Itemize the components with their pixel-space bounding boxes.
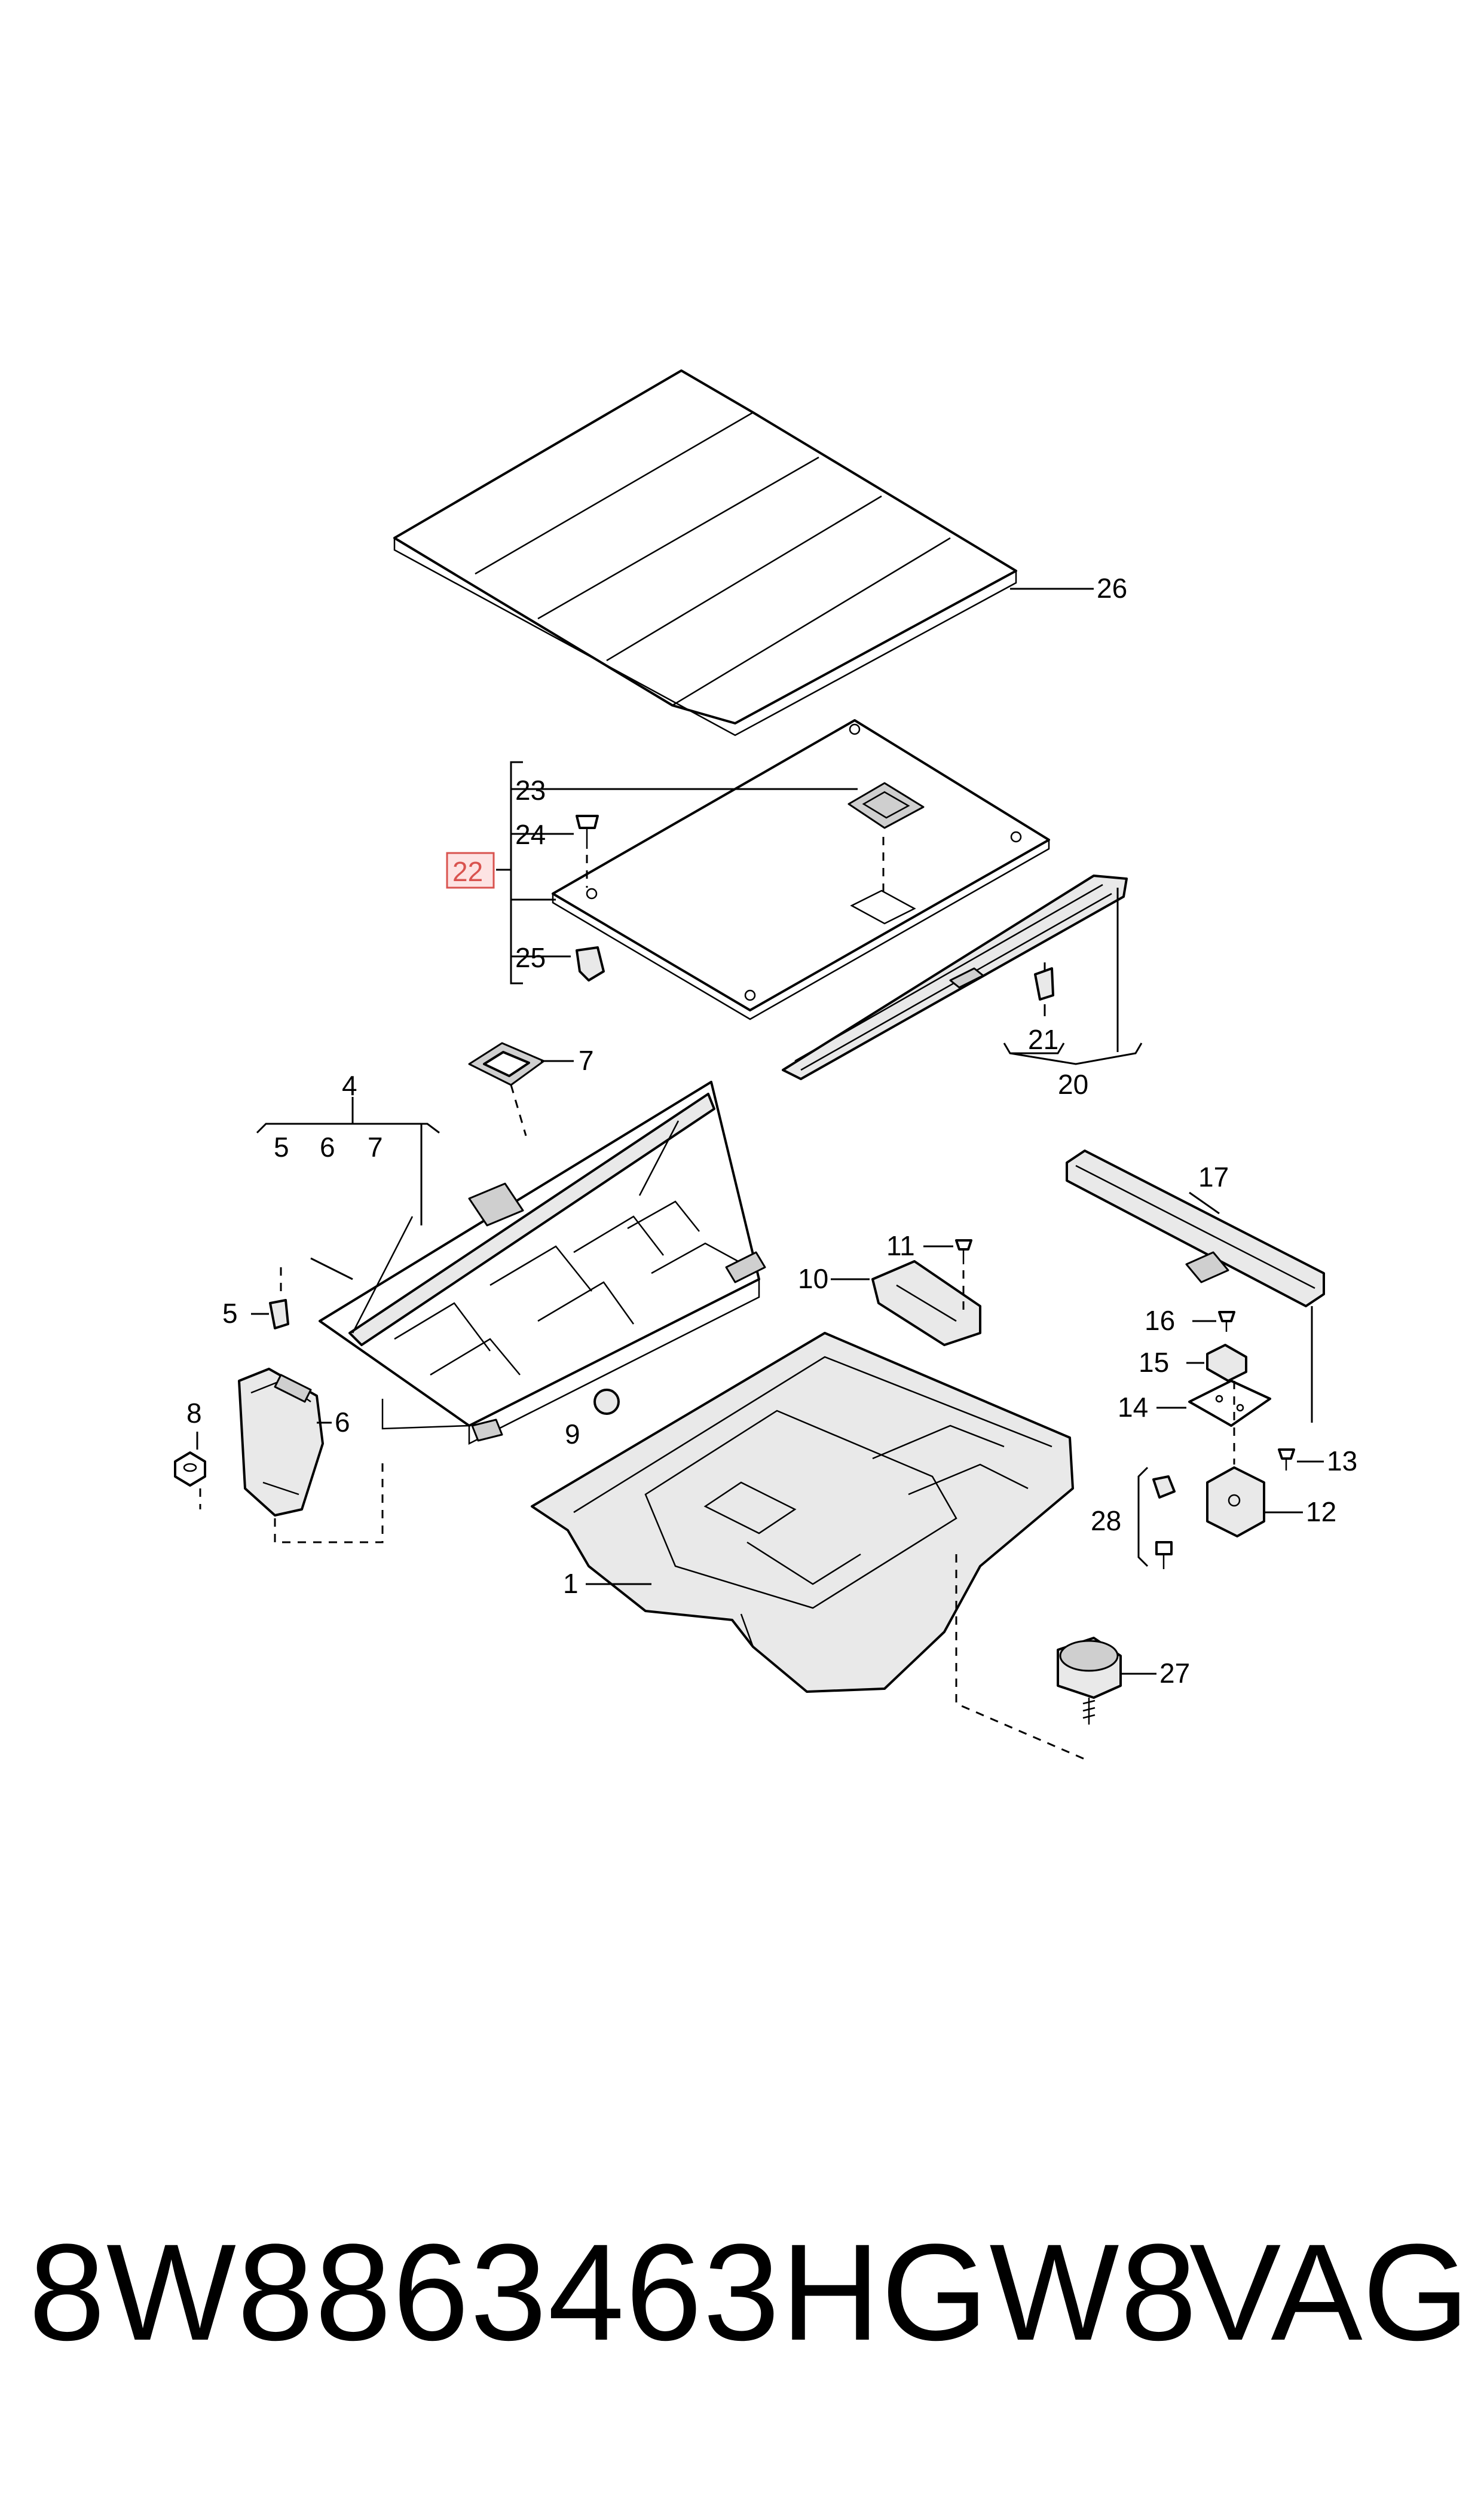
part-11-screw[interactable] (955, 1239, 972, 1264)
callout-9[interactable]: 9 (565, 1419, 580, 1450)
part-15-bracket[interactable] (1206, 1344, 1247, 1382)
part-16-screw[interactable] (1218, 1311, 1235, 1332)
part-5-clip[interactable] (269, 1299, 289, 1329)
part-26-floor-mat[interactable] (393, 369, 1017, 736)
callout-23[interactable]: 23 (515, 775, 546, 806)
brand-label: VAG (1189, 2215, 1470, 2369)
part-20-sill-trim[interactable] (782, 875, 1128, 1080)
part-23-handle[interactable] (847, 782, 925, 829)
part-13-screw[interactable] (1278, 1448, 1295, 1471)
callout-11[interactable]: 11 (886, 1230, 915, 1261)
callout-5a[interactable]: 5 (274, 1132, 289, 1163)
part-21-clip[interactable] (1034, 967, 1054, 1001)
callout-7a[interactable]: 7 (579, 1045, 594, 1076)
callout-5b[interactable]: 5 (222, 1298, 238, 1329)
part-24-screw[interactable] (576, 815, 599, 849)
part-7-hatch-cover[interactable] (468, 1042, 545, 1086)
callout-25[interactable]: 25 (515, 942, 546, 973)
callout-16[interactable]: 16 (1145, 1305, 1175, 1336)
part-4-storage-compartment[interactable] (319, 1081, 766, 1445)
callout-4[interactable]: 4 (342, 1070, 357, 1101)
part-25-clip[interactable] (576, 946, 605, 982)
callout-7b[interactable]: 7 (368, 1132, 383, 1163)
callout-21[interactable]: 21 (1028, 1024, 1058, 1055)
callout-20[interactable]: 20 (1058, 1069, 1088, 1100)
svg-text:22: 22 (452, 856, 483, 887)
callout-8[interactable]: 8 (186, 1398, 202, 1429)
part-17-cross-rail[interactable] (1066, 1150, 1325, 1307)
part-1-spare-wheel-well[interactable] (531, 1332, 1074, 1693)
callout-26[interactable]: 26 (1097, 573, 1127, 604)
part-number-label: 8W8863463HGW8 (29, 2215, 1198, 2369)
callout-17[interactable]: 17 (1198, 1161, 1229, 1193)
callout-10[interactable]: 10 (798, 1263, 828, 1294)
callout-28[interactable]: 28 (1091, 1505, 1121, 1536)
part-27-wing-bolt[interactable] (1057, 1637, 1122, 1725)
callout-1[interactable]: 1 (563, 1568, 579, 1599)
callout-13[interactable]: 13 (1327, 1445, 1357, 1476)
part-10-latch[interactable] (871, 1260, 981, 1346)
part-28-bolt[interactable] (1152, 1475, 1176, 1569)
callout-6a[interactable]: 6 (320, 1132, 335, 1163)
part-9-clip[interactable] (593, 1389, 620, 1415)
callout-22-highlight[interactable]: 22 (446, 852, 495, 889)
part-14-plate[interactable] (1188, 1380, 1271, 1427)
callout-24[interactable]: 24 (515, 819, 546, 850)
part-12-bracket[interactable] (1206, 1466, 1265, 1537)
part-8-nut[interactable] (174, 1451, 206, 1487)
callout-12[interactable]: 12 (1306, 1496, 1336, 1527)
part-6-side-bracket[interactable] (238, 1368, 324, 1517)
callout-14[interactable]: 14 (1118, 1392, 1148, 1423)
callout-15[interactable]: 15 (1139, 1347, 1169, 1378)
callout-27[interactable]: 27 (1159, 1658, 1190, 1689)
callout-6b[interactable]: 6 (335, 1407, 350, 1438)
